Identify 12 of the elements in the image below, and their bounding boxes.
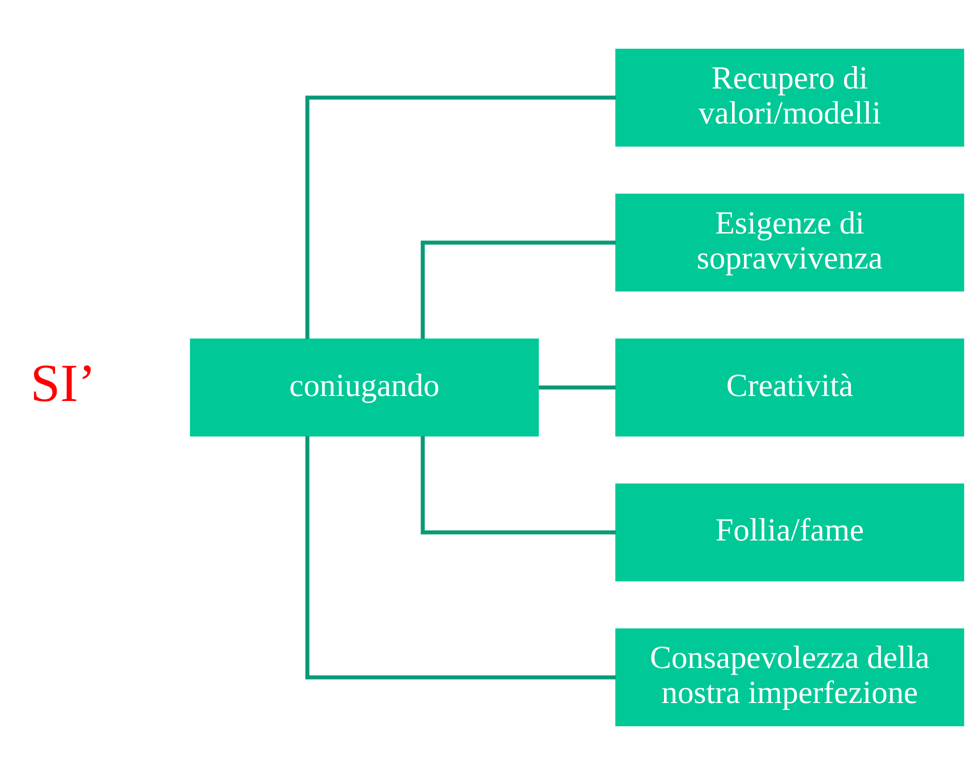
label: SI’ (30, 352, 96, 412)
node-box: Creatività (615, 338, 964, 436)
connector (420, 240, 616, 338)
connector (305, 436, 616, 679)
node-box: Esigenze di sopravvivenza (615, 193, 964, 292)
node-box: Consapevolezza della nostra imperfezione (615, 628, 964, 726)
connector (305, 95, 616, 338)
connector (420, 436, 616, 534)
node-box: Follia/fame (615, 482, 964, 581)
connector (538, 384, 616, 390)
node-box: Recupero di valori/modelli (615, 48, 964, 146)
node-box: coniugando (190, 338, 539, 436)
